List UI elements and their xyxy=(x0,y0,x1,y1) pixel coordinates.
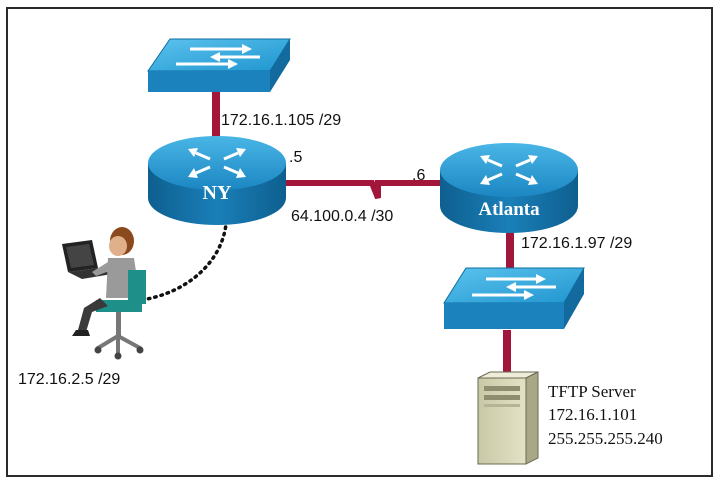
tftp-server-ip: 172.16.1.101 xyxy=(548,405,638,424)
link-wan-serial xyxy=(286,180,448,200)
router-icon-ny[interactable] xyxy=(148,136,286,225)
pc-user-icon[interactable] xyxy=(62,227,146,360)
link-ny-switch xyxy=(212,92,220,140)
link-atlanta-switch xyxy=(506,226,514,272)
router-icon-atlanta[interactable] xyxy=(440,143,578,233)
router-name-atlanta: Atlanta xyxy=(478,199,540,220)
atlanta-lan-address: 172.16.1.97 /29 xyxy=(521,235,633,252)
link-switch-server xyxy=(503,330,511,378)
switch-icon[interactable] xyxy=(147,38,291,92)
wan-network-address: 64.100.0.4 /30 xyxy=(291,208,394,225)
tftp-server-mask: 255.255.255.240 xyxy=(548,429,663,448)
switch-icon[interactable] xyxy=(443,267,585,329)
ny-wan-host: .5 xyxy=(289,149,303,166)
router-name-ny: NY xyxy=(202,182,232,204)
server-icon[interactable] xyxy=(477,371,539,465)
ny-lan-address: 172.16.1.105 /29 xyxy=(221,112,342,129)
link-console-dotted xyxy=(140,222,228,302)
atlanta-wan-host: .6 xyxy=(412,167,426,184)
pc-address: 172.16.2.5 /29 xyxy=(18,371,121,388)
tftp-server-label: TFTP Server xyxy=(548,382,636,401)
